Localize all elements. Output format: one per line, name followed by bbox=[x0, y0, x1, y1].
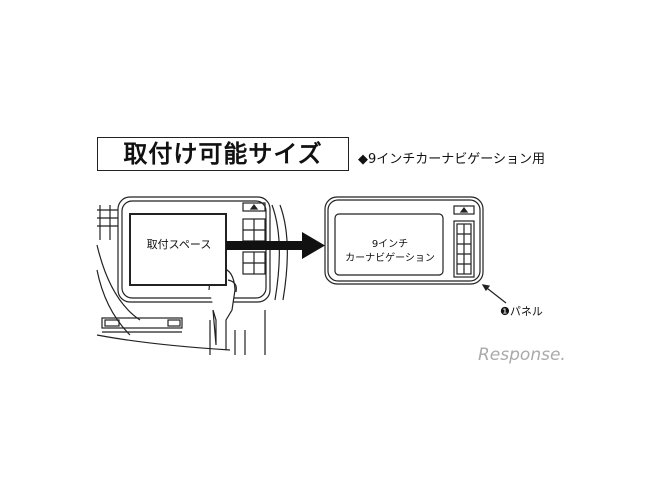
install-space-label: 取付スペース bbox=[146, 238, 212, 251]
response-watermark: Response. bbox=[478, 345, 566, 365]
navigation-panel bbox=[324, 196, 484, 285]
navigation-label-line2: カーナビゲーション bbox=[345, 253, 435, 264]
navigation-label-line1: 9インチ bbox=[371, 239, 409, 250]
arrow-icon bbox=[226, 232, 325, 259]
subtitle: ◆9インチカーナビゲーション用 bbox=[358, 152, 546, 167]
leader-arrowhead-icon bbox=[481, 284, 491, 292]
panel-callout: ❶パネル bbox=[500, 305, 543, 318]
page-title: 取付け可能サイズ bbox=[97, 137, 349, 171]
